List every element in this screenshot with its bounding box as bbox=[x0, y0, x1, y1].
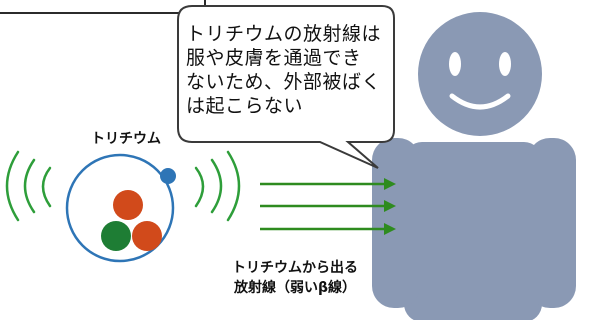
beta-ray-label: トリチウムから出る 放射線（弱いβ線） bbox=[200, 258, 390, 298]
radiation-wave-icon-left bbox=[5, 150, 52, 222]
nucleon-top bbox=[113, 190, 143, 220]
speech-line-1: トリチウムの放射線は bbox=[186, 23, 382, 45]
person-body bbox=[404, 142, 542, 320]
person-figure bbox=[372, 12, 576, 320]
tritium-atom-icon bbox=[65, 153, 176, 263]
arrow-head-2 bbox=[384, 200, 396, 212]
person-head bbox=[418, 12, 542, 136]
speech-line-2: 服や皮膚を通過でき bbox=[186, 47, 362, 69]
arrow-head-3 bbox=[384, 223, 396, 235]
beta-label-line-1: トリチウムから出る bbox=[232, 260, 358, 276]
speech-line-4: は起こらない bbox=[186, 95, 304, 117]
speech-line-3: ないため、外部被ばく bbox=[186, 71, 382, 93]
beta-ray-arrows bbox=[260, 178, 396, 235]
speech-bubble-text: トリチウムの放射線は 服や皮膚を通過でき ないため、外部被ばく は起こらない bbox=[186, 22, 386, 118]
arrow-head-1 bbox=[384, 178, 396, 190]
tritium-label: トリチウム bbox=[91, 131, 161, 147]
person-left-eye bbox=[449, 52, 461, 76]
beta-label-line-2: 放射線（弱いβ線） bbox=[233, 280, 357, 296]
electron-dot bbox=[160, 168, 176, 184]
speech-bubble bbox=[177, 5, 395, 169]
nucleon-right bbox=[132, 221, 162, 251]
person-right-eye bbox=[499, 52, 511, 76]
radiation-wave-icon-right bbox=[194, 150, 241, 222]
nucleon-green bbox=[101, 221, 131, 251]
person-right-arm bbox=[528, 138, 576, 308]
person-smile bbox=[449, 93, 511, 110]
atom-orbit-ring bbox=[65, 153, 175, 263]
